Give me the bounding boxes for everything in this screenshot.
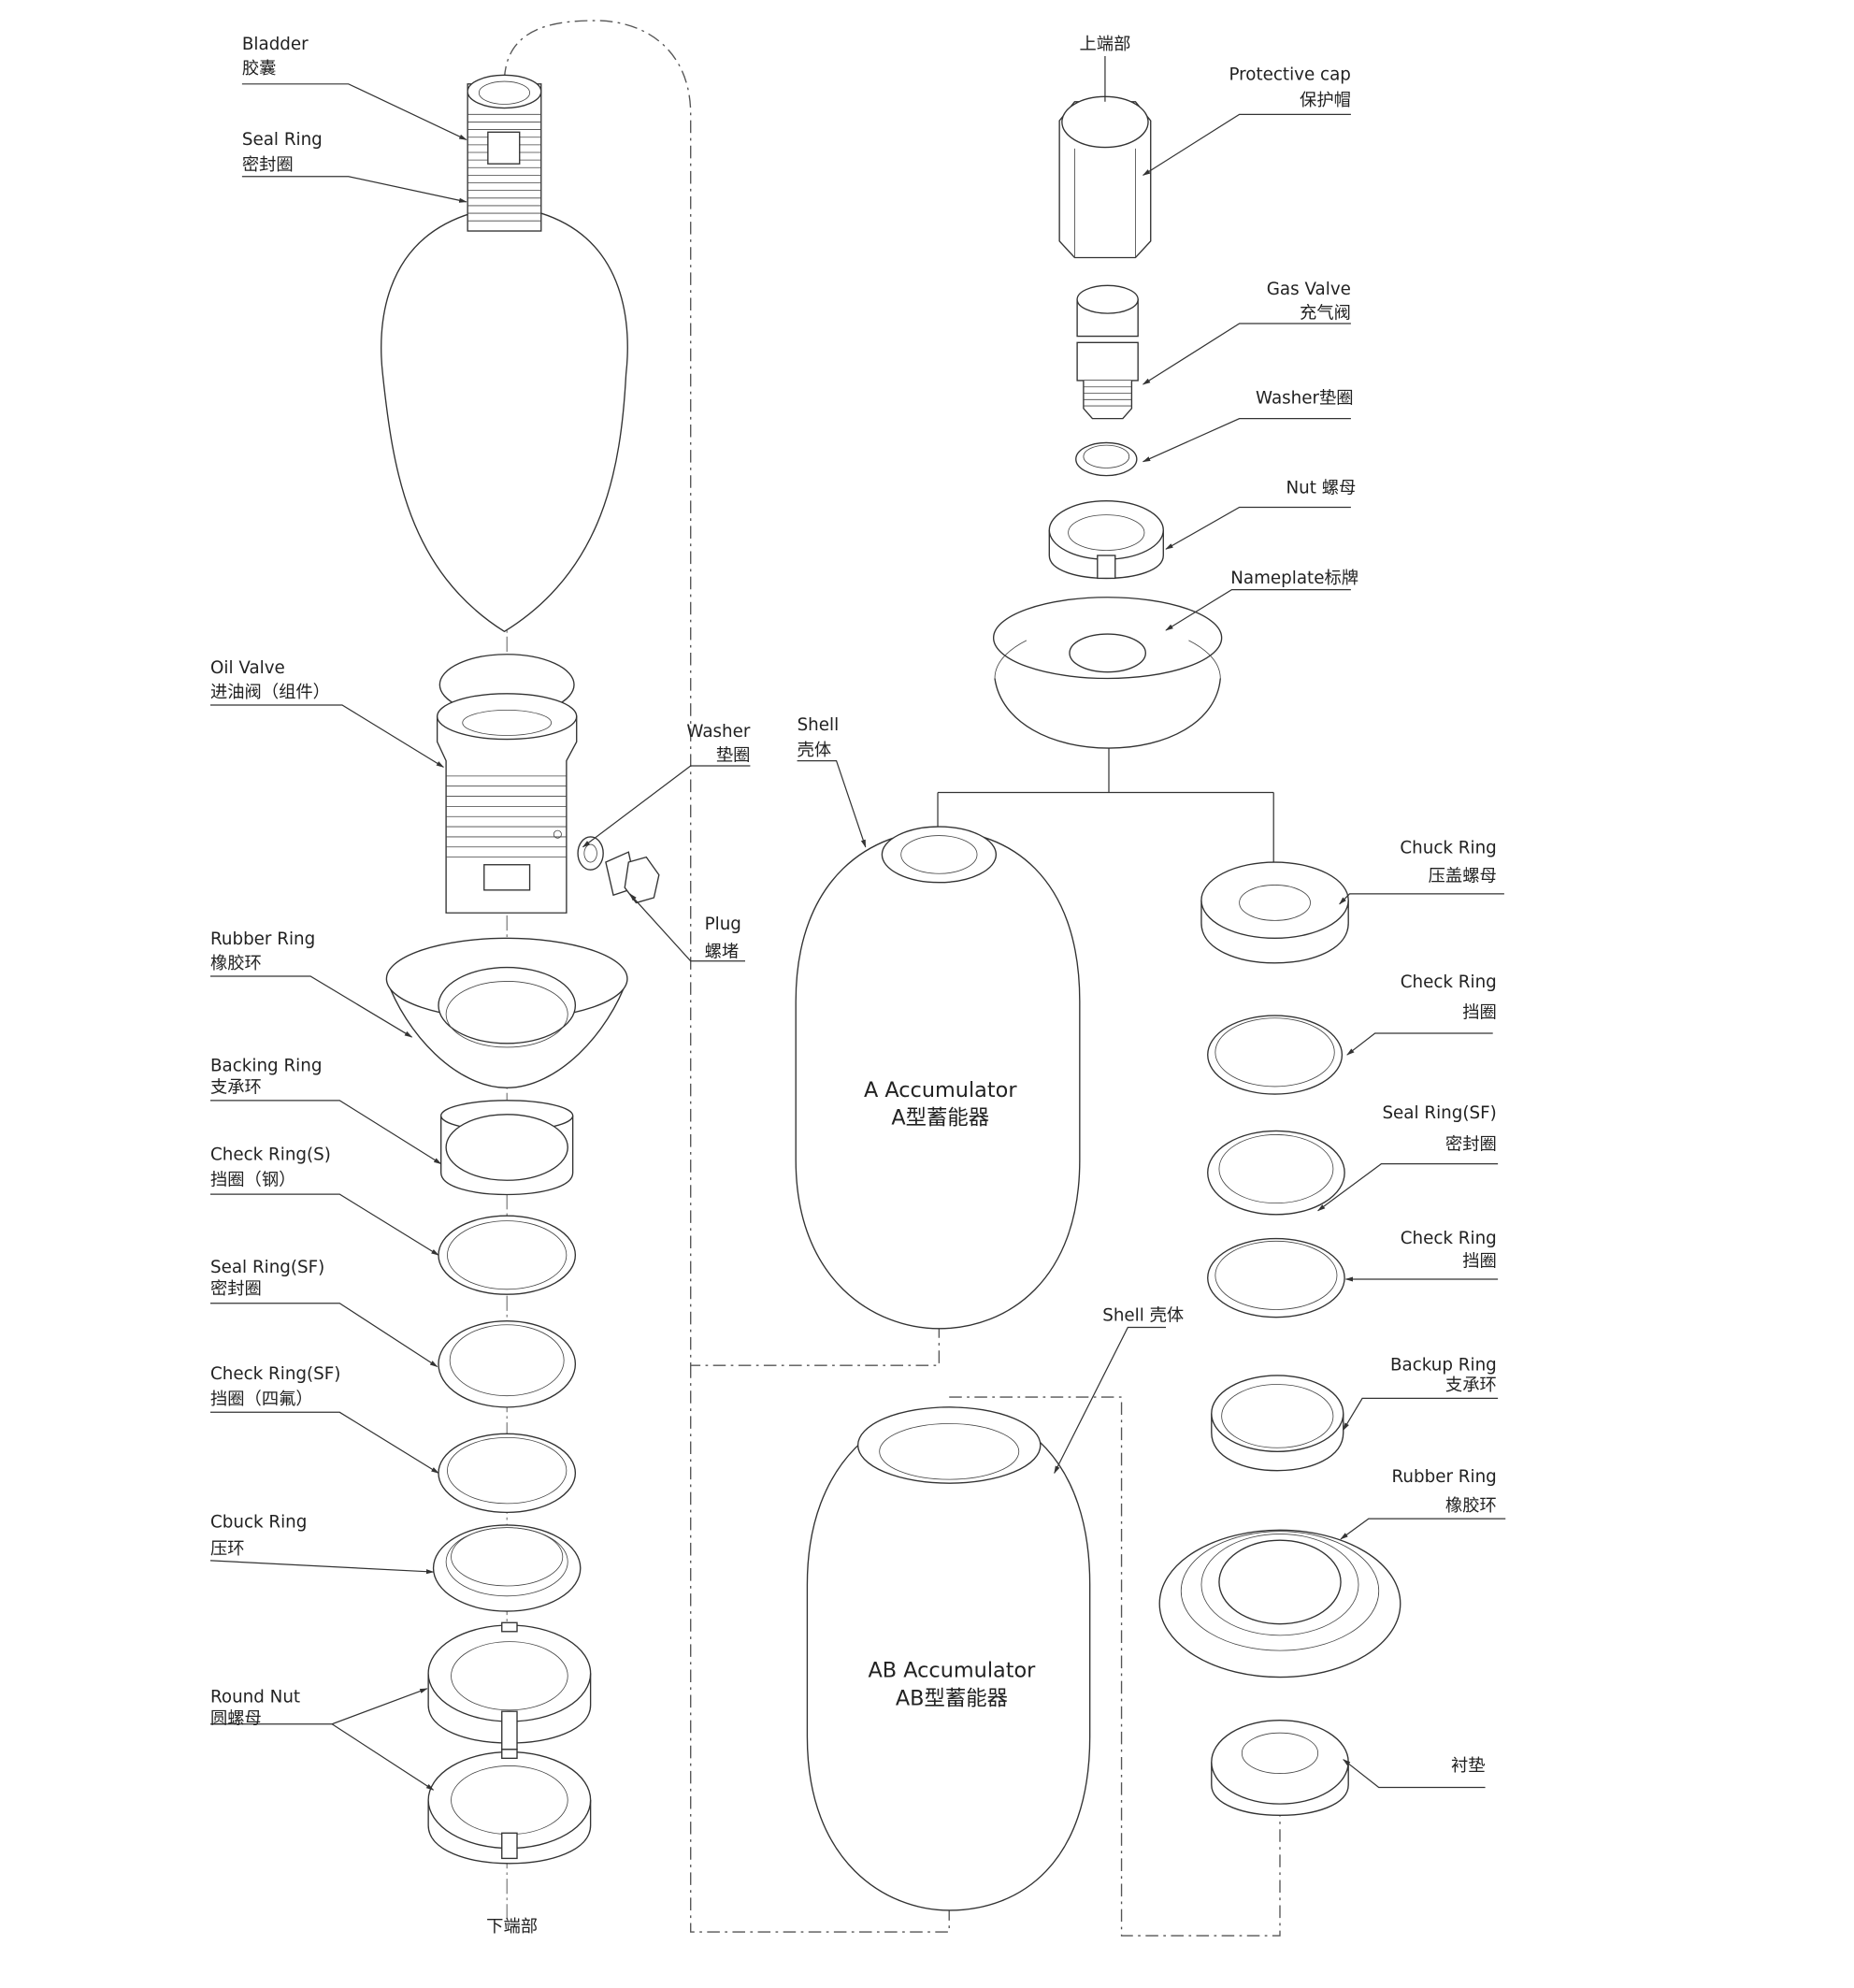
ab-accumulator-title: AB Accumulator xyxy=(868,1659,1036,1683)
seal-ring-label-cn: 密封圈 xyxy=(242,155,294,175)
shell-label-cn: 壳体 xyxy=(798,741,832,760)
nameplate xyxy=(937,597,1274,894)
accumulator-titles: A Accumulator A型蓄能器 AB Accumulator AB型蓄能… xyxy=(864,1078,1036,1711)
check-ring-sf-label-cn: 挡圈（四氟） xyxy=(210,1390,313,1409)
check-ring-sf-label: Check Ring(SF) xyxy=(210,1364,340,1384)
washer-label-cn: 垫圈 xyxy=(716,746,751,766)
seal-ring-sf-label-cn: 密封圈 xyxy=(210,1279,262,1299)
nut-right xyxy=(1048,500,1164,580)
check-ring-1-label: Check Ring xyxy=(1401,972,1497,992)
nut-label: Nut 螺母 xyxy=(1286,479,1357,498)
oil-valve-label: Oil Valve xyxy=(210,658,285,678)
gas-valve-label-cn: 充气阀 xyxy=(1300,304,1351,324)
washer-label: Washer xyxy=(686,722,750,742)
rubber-ring-label: Rubber Ring xyxy=(210,929,315,949)
shell-ab xyxy=(806,1406,1091,1911)
rubber-ring-right-label-cn: 橡胶环 xyxy=(1445,1496,1497,1516)
gas-valve-label: Gas Valve xyxy=(1267,280,1351,299)
ab-accumulator-title-cn: AB型蓄能器 xyxy=(896,1686,1008,1710)
protective-cap-label-cn: 保护帽 xyxy=(1300,91,1351,110)
washer-right-label: Washer垫圈 xyxy=(1256,388,1354,408)
oil-valve xyxy=(436,654,578,914)
seal-ring-label: Seal Ring xyxy=(242,130,323,150)
bladder-label-cn: 胶囊 xyxy=(242,59,277,79)
plug-label: Plug xyxy=(705,915,741,934)
leader-lines xyxy=(209,55,1506,1791)
washer-plug xyxy=(577,836,660,904)
a-accumulator-title-cn: A型蓄能器 xyxy=(891,1106,989,1131)
check-ring-2-label-cn: 挡圈 xyxy=(1462,1251,1497,1271)
gas-valve xyxy=(1076,284,1139,420)
bladder xyxy=(381,74,628,633)
backing-ring-label: Backing Ring xyxy=(210,1057,322,1076)
protective-cap-label: Protective cap xyxy=(1229,65,1350,85)
a-accumulator-title: A Accumulator xyxy=(864,1078,1017,1102)
seal-ring-sf-label: Seal Ring(SF) xyxy=(210,1258,324,1277)
round-nut-label: Round Nut xyxy=(210,1688,300,1707)
chuck-ring-label-cn: 压盖螺母 xyxy=(1429,866,1497,886)
backing-ring-label-cn: 支承环 xyxy=(210,1078,262,1098)
ring-stack-left xyxy=(432,1100,582,1612)
round-nuts xyxy=(427,1621,592,1865)
top-end-label: 上端部 xyxy=(1080,35,1131,54)
round-nut-label-cn: 圆螺母 xyxy=(210,1709,262,1729)
bottom-end-label: 下端部 xyxy=(486,1917,538,1937)
shell-ab-label: Shell 壳体 xyxy=(1102,1306,1184,1326)
rubber-ring-label-cn: 橡胶环 xyxy=(210,954,262,973)
oil-valve-label-cn: 进油阀（组件） xyxy=(210,683,330,702)
rubber-ring-right-label: Rubber Ring xyxy=(1392,1467,1497,1487)
cbuck-ring-label-cn: 压环 xyxy=(210,1539,245,1559)
check-ring-1-label-cn: 挡圈 xyxy=(1462,1003,1497,1023)
backup-ring-label-cn: 支承环 xyxy=(1445,1376,1497,1395)
check-ring-s-label-cn: 挡圈（钢） xyxy=(210,1171,295,1190)
protective-cap xyxy=(1058,95,1152,259)
liner-label: 衬垫 xyxy=(1451,1756,1486,1776)
nameplate-label: Nameplate标牌 xyxy=(1230,569,1358,588)
shell-label: Shell xyxy=(798,715,840,735)
check-ring-s-label: Check Ring(S) xyxy=(210,1145,331,1165)
labels-left: Bladder 胶囊 Seal Ring 密封圈 Oil Valve 进油阀（组… xyxy=(210,35,751,1937)
washer-right xyxy=(1075,441,1138,477)
seal-ring-sf-right-label: Seal Ring(SF) xyxy=(1382,1103,1496,1123)
rubber-ring-left xyxy=(385,937,628,1088)
shell-a xyxy=(795,826,1081,1330)
labels-right: 上端部 Protective cap 保护帽 Gas Valve 充气阀 Was… xyxy=(798,35,1497,1776)
plug-label-cn: 螺堵 xyxy=(705,943,740,962)
ring-stack-right xyxy=(1158,861,1401,1816)
cbuck-ring-label: Cbuck Ring xyxy=(210,1513,307,1533)
backup-ring-label: Backup Ring xyxy=(1390,1356,1497,1376)
check-ring-2-label: Check Ring xyxy=(1401,1229,1497,1248)
chuck-ring-label: Chuck Ring xyxy=(1400,839,1496,858)
bladder-label: Bladder xyxy=(242,35,309,54)
seal-ring-sf-right-label-cn: 密封圈 xyxy=(1445,1135,1497,1155)
